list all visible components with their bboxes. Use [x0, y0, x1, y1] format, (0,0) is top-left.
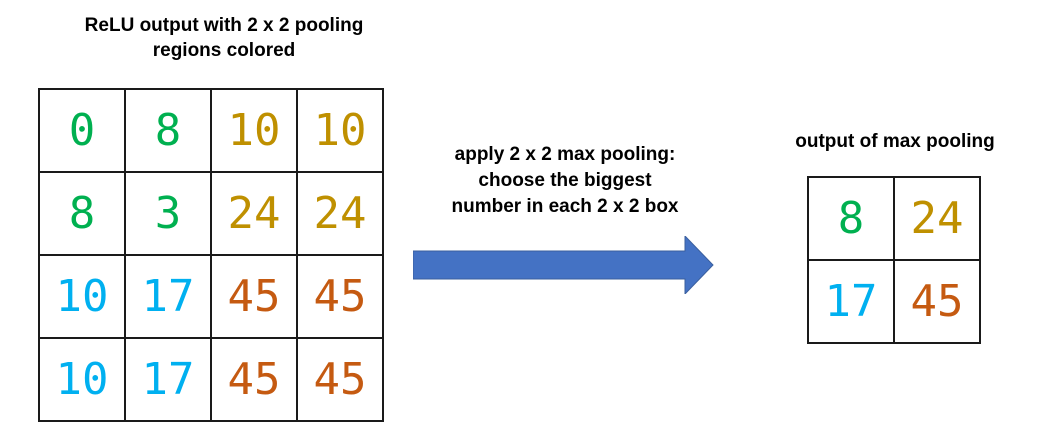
grid-cell: 17: [125, 255, 211, 338]
relu-output-grid: 0 8 10 10 8 3 24 24 10 17 45 45 10 17 45…: [38, 88, 384, 422]
grid-cell: 24: [211, 172, 297, 255]
pooling-instruction-line3: number in each 2 x 2 box: [451, 196, 679, 217]
grid-cell: 3: [125, 172, 211, 255]
grid-cell: 17: [808, 260, 894, 343]
grid-cell: 24: [894, 177, 980, 260]
grid-cell: 45: [211, 255, 297, 338]
grid-cell: 45: [297, 338, 383, 421]
input-grid-title: ReLU output with 2 x 2 pooling regions c…: [24, 13, 424, 63]
grid-cell: 10: [297, 89, 383, 172]
grid-cell: 10: [39, 338, 125, 421]
grid-cell: 8: [39, 172, 125, 255]
grid-cell: 0: [39, 89, 125, 172]
max-pooling-output-grid: 8 24 17 45: [807, 176, 981, 344]
grid-cell: 45: [894, 260, 980, 343]
grid-cell: 10: [39, 255, 125, 338]
pooling-instruction-line1: apply 2 x 2 max pooling:: [454, 144, 676, 165]
pooling-instruction: apply 2 x 2 max pooling: choose the bigg…: [395, 142, 735, 220]
grid-cell: 45: [297, 255, 383, 338]
input-grid-title-line1: ReLU output with 2 x 2 pooling: [84, 15, 364, 36]
output-grid-title: output of max pooling: [795, 131, 995, 152]
grid-cell: 8: [808, 177, 894, 260]
grid-cell: 17: [125, 338, 211, 421]
grid-cell: 45: [211, 338, 297, 421]
input-grid-title-line2: regions colored: [152, 40, 296, 61]
pooling-instruction-line2: choose the biggest: [478, 170, 652, 191]
grid-cell: 10: [211, 89, 297, 172]
right-arrow-icon: [412, 234, 715, 296]
grid-cell: 8: [125, 89, 211, 172]
grid-cell: 24: [297, 172, 383, 255]
